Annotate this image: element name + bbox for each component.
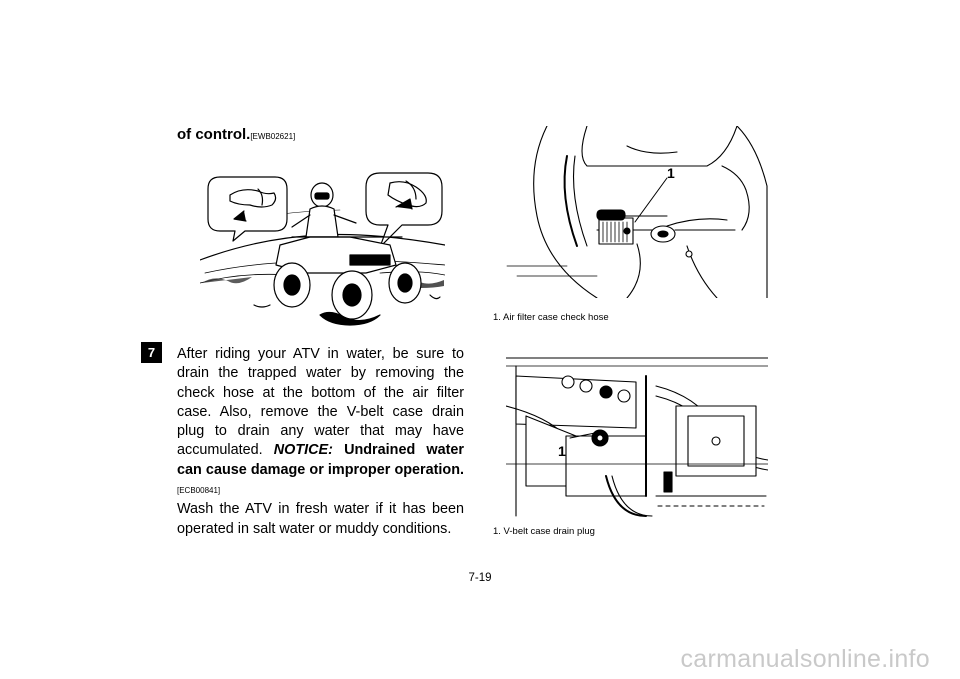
figure2-caption: 1. V-belt case drain plug <box>493 526 595 537</box>
continued-warning-text: of control.[EWB02621] <box>177 126 295 143</box>
air-filter-figure: 1 <box>487 126 777 298</box>
figure2-callout: 1 <box>558 443 566 459</box>
vbelt-figure: 1 <box>506 346 768 518</box>
atv-water-illustration <box>200 165 445 335</box>
notice-code: [ECB00841] <box>177 486 221 496</box>
notice-text: Undrained water can cause damage or impr… <box>177 442 464 478</box>
wash-instruction: Wash the ATV in fresh water if it has be… <box>177 501 464 537</box>
warning-tail: of control. <box>177 126 251 143</box>
notice-label: NOTICE: <box>273 442 333 459</box>
chapter-tab: 7 <box>141 342 162 363</box>
drain-instruction: After riding your ATV in water, be sure … <box>177 346 464 459</box>
body-text: After riding your ATV in water, be sure … <box>177 345 464 539</box>
drain-instruction-paragraph: After riding your ATV in water, be sure … <box>177 345 464 500</box>
warning-code: [EWB02621] <box>250 132 296 141</box>
watermark: carmanualsonline.info <box>680 645 930 673</box>
figure1-caption: 1. Air filter case check hose <box>493 312 609 323</box>
page-number: 7-19 <box>468 572 492 584</box>
figure1-callout: 1 <box>667 165 675 181</box>
